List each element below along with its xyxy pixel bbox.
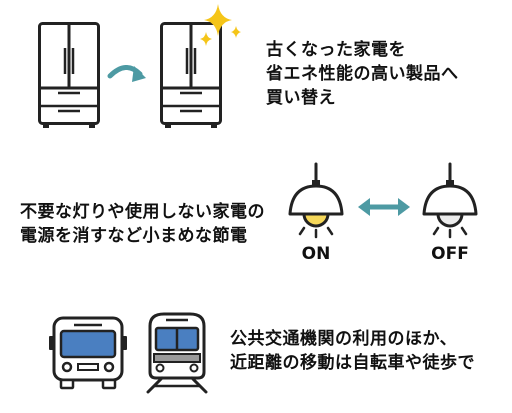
- refrigerator-new-icon: [160, 22, 222, 128]
- row2-line-2: 電源を消すなど小まめな節電: [20, 226, 248, 246]
- row1-line-1: 古くなった家電を: [266, 40, 406, 60]
- lamp-off-label: OFF: [431, 244, 469, 264]
- row3-line-1: 公共交通機関の利用のほか、: [230, 329, 458, 349]
- row3-text: 公共交通機関の利用のほか、 近距離の移動は自転車や徒歩で: [230, 327, 475, 375]
- bus-icon: [49, 316, 127, 390]
- swap-arrows-icon: [358, 198, 410, 216]
- sparkle-icon: [200, 4, 241, 46]
- lamp-on-icon: [288, 162, 344, 239]
- row1-text: 古くなった家電を 省エネ性能の高い製品へ 買い替え: [266, 38, 459, 110]
- row2-line-1: 不要な灯りや使用しない家電の: [20, 202, 265, 222]
- row2-text: 不要な灯りや使用しない家電の 電源を消すなど小まめな節電: [20, 200, 265, 248]
- lamp-off-icon: [422, 162, 478, 239]
- row3-line-2: 近距離の移動は自転車や徒歩で: [230, 353, 475, 373]
- train-icon: [146, 312, 208, 394]
- row1-line-2: 省エネ性能の高い製品へ: [266, 64, 459, 84]
- refrigerator-old-icon: [38, 22, 100, 128]
- lamp-on-label: ON: [301, 244, 331, 264]
- row1-line-3: 買い替え: [266, 88, 336, 108]
- arrow-right-icon: [107, 65, 146, 82]
